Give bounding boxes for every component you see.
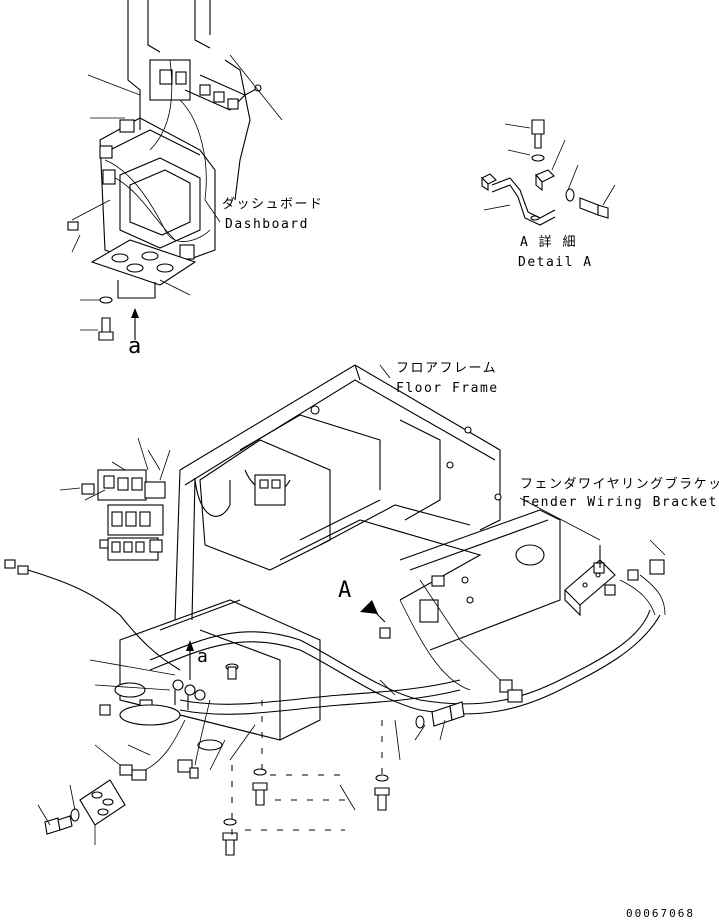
dashboard-assembly: [67, 0, 283, 341]
dashboard-label-jp: ダッシュボード: [222, 197, 324, 212]
fender-bracket-label-jp: フェンダワイヤリングブラケット: [520, 477, 719, 492]
view-a-lower-label-bottom: a: [197, 646, 208, 667]
detail-a-label-jp: A 詳 細: [520, 235, 577, 250]
floor-frame-label-jp: フロアフレーム: [396, 361, 498, 376]
view-a-upper-label: A: [338, 578, 352, 603]
drawing-number: 00067068: [626, 907, 695, 920]
detail-a-assembly: [481, 119, 616, 226]
view-a-lower-label-top: a: [128, 334, 142, 359]
fender-bracket-label-en: Fender Wiring Bracket: [522, 495, 718, 510]
detail-a-label-en: Detail A: [518, 255, 593, 270]
dashboard-label-en: Dashboard: [225, 217, 309, 232]
floor-frame-label-en: Floor Frame: [396, 381, 499, 396]
floor-frame-assembly: [4, 364, 666, 856]
